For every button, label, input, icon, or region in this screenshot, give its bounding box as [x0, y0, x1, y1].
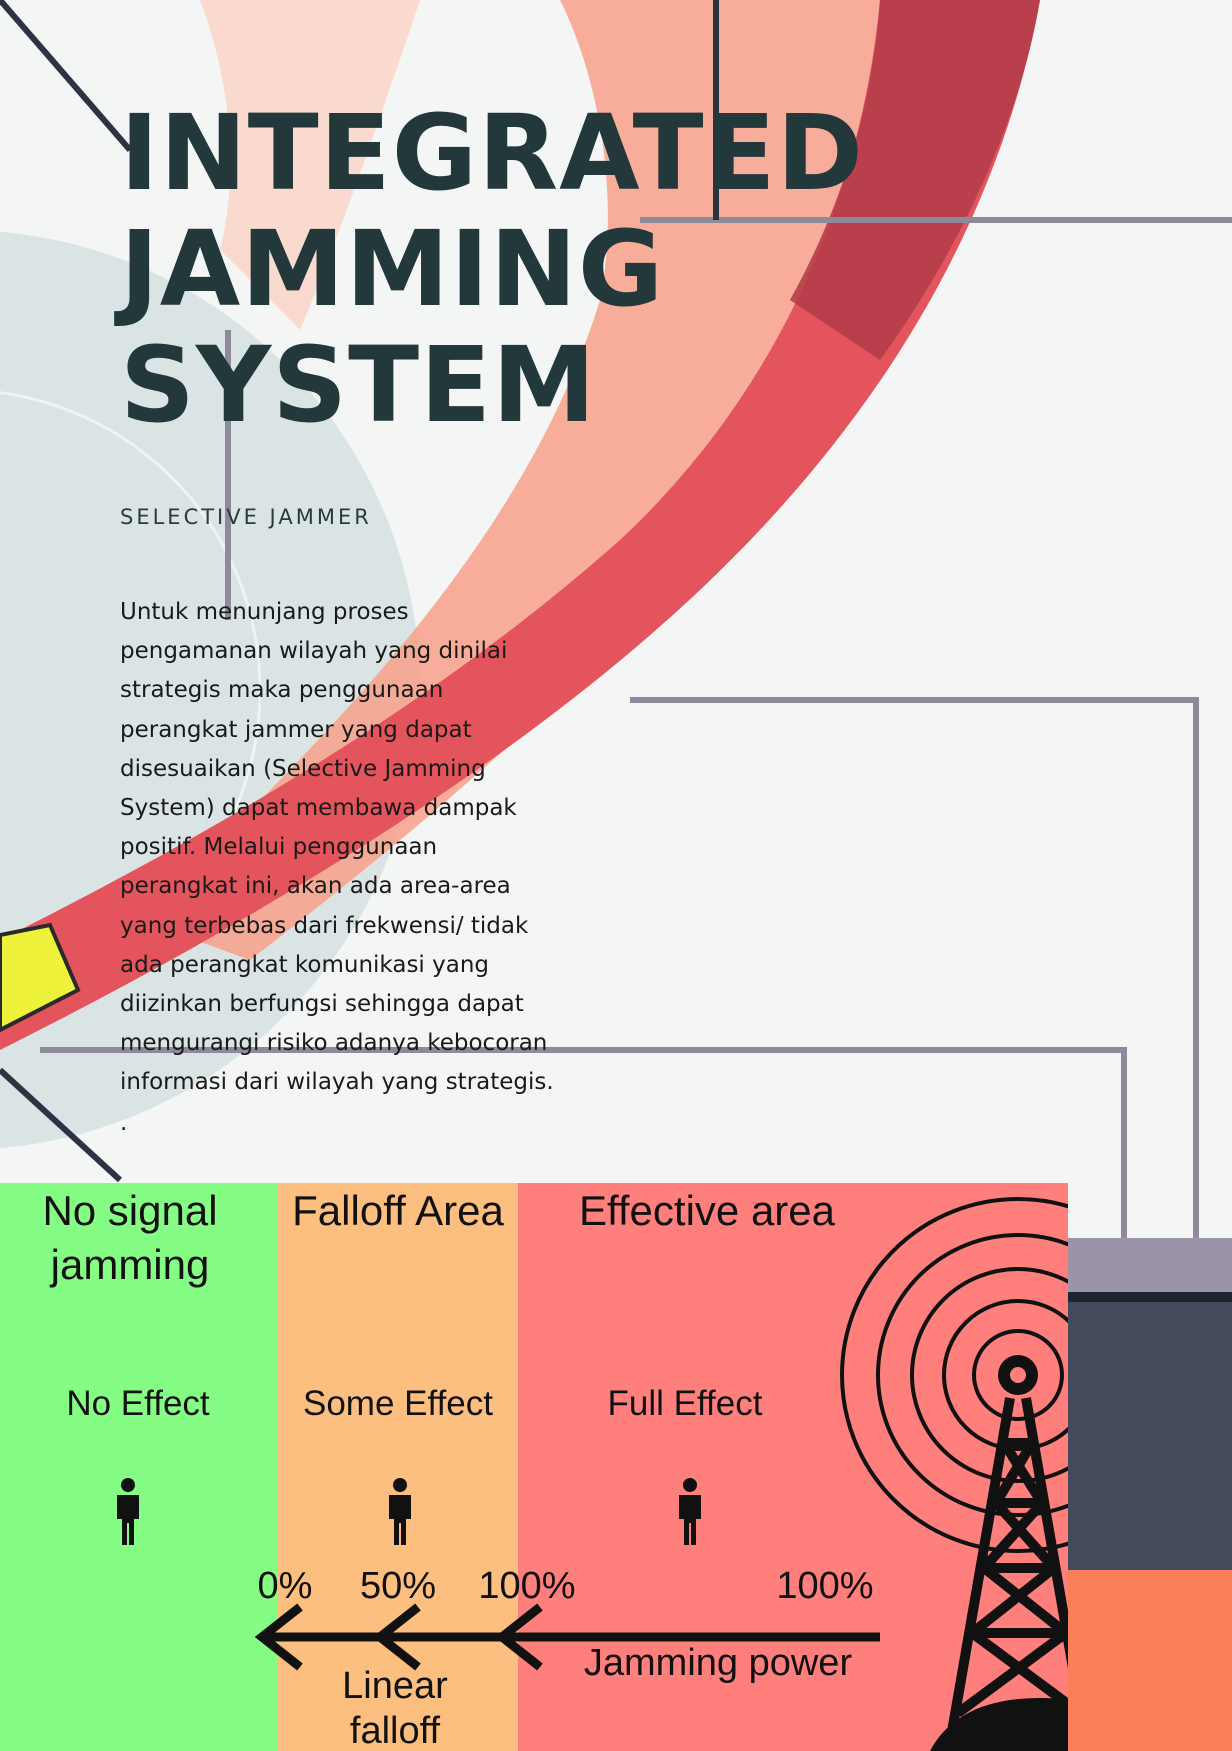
effect-label-some: Some Effect — [303, 1384, 493, 1423]
zone-heading-effective: Effective area — [579, 1187, 836, 1234]
person-icon — [117, 1478, 139, 1545]
panel-dark — [1068, 1302, 1232, 1570]
title-line-1: INTEGRATED — [120, 92, 864, 214]
salmon-soft — [200, 0, 420, 330]
circuit-lines-dark — [0, 0, 719, 1183]
person-icon — [389, 1478, 411, 1545]
yellow-device — [0, 922, 81, 1033]
jamming-zones-diagram: No signal jamming Falloff Area Effective… — [0, 1183, 1068, 1751]
jamming-power-arrow — [254, 1603, 880, 1671]
title-line-2: JAMMING — [120, 208, 665, 330]
panel-lilac — [1068, 1238, 1232, 1292]
panel-orange — [1068, 1570, 1232, 1751]
zone-no-jamming — [0, 1183, 278, 1751]
percent-label-0: 0% — [258, 1565, 313, 1607]
body-end-mark: . — [120, 1110, 128, 1136]
salmon-sweep — [140, 0, 900, 960]
panel-stripe — [1068, 1292, 1232, 1302]
radio-tower-icon — [840, 1197, 1068, 1751]
body-paragraph: Untuk menunjang proses pengamanan wilaya… — [120, 599, 554, 1096]
falloff-label-2: falloff — [350, 1710, 441, 1751]
zone-heading-falloff: Falloff Area — [292, 1187, 504, 1234]
zone-heading-no-jamming-1: No signal — [42, 1187, 217, 1234]
zone-heading-no-jamming-2: jamming — [49, 1241, 210, 1288]
effect-label-full: Full Effect — [608, 1384, 763, 1423]
arrow-label: Jamming power — [584, 1642, 853, 1684]
red-band-dark — [790, 0, 1040, 360]
circuit-lines — [40, 217, 1232, 1240]
percent-label-100-source: 100% — [776, 1565, 873, 1607]
page-title: INTEGRATED JAMMING SYSTEM — [120, 95, 864, 443]
percent-label-50: 50% — [360, 1565, 436, 1607]
subtitle: SELECTIVE JAMMER — [120, 505, 372, 529]
person-icon — [679, 1478, 701, 1545]
title-line-3: SYSTEM — [120, 324, 597, 446]
effect-label-none: No Effect — [66, 1384, 210, 1423]
pale-circle-ring — [0, 391, 262, 989]
falloff-label-1: Linear — [342, 1665, 448, 1707]
percent-label-100-edge: 100% — [478, 1565, 575, 1607]
